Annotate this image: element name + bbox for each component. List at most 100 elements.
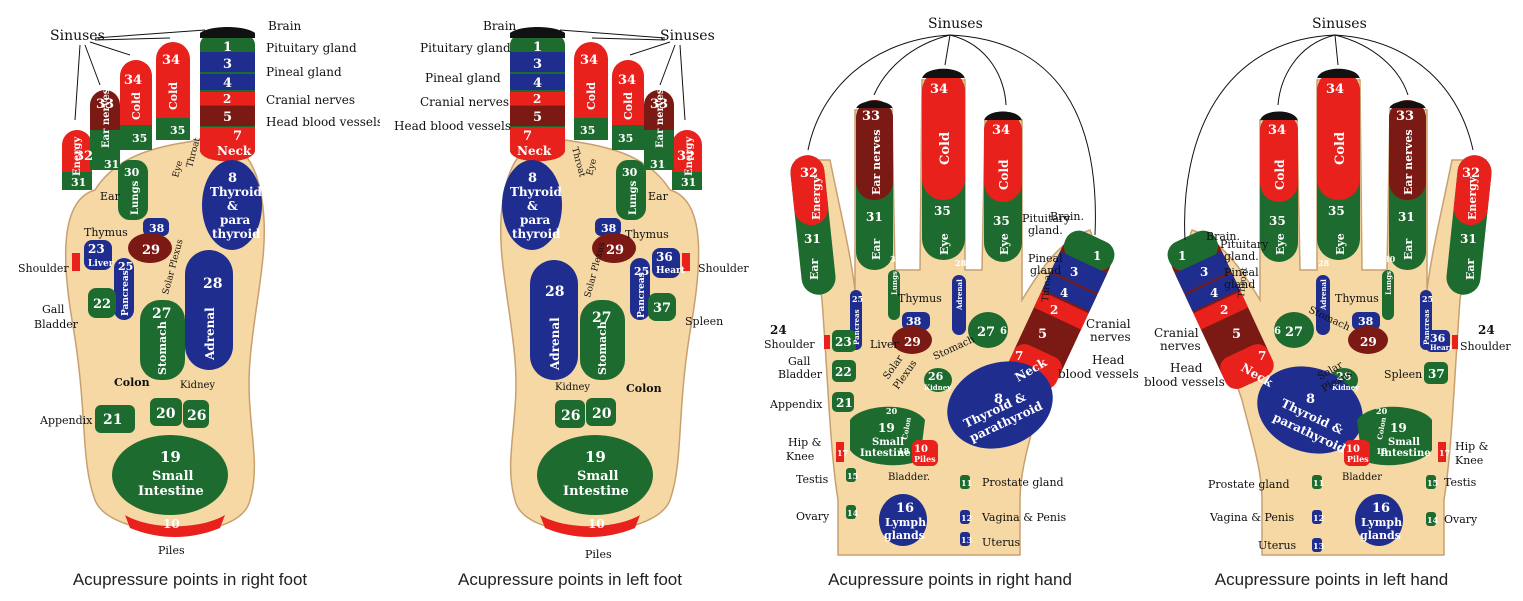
- point-34b: 34: [162, 53, 180, 68]
- point-4: 4: [533, 76, 542, 91]
- thymus-label: Thymus: [1335, 292, 1379, 305]
- point-35a: 35: [934, 204, 951, 218]
- hip-label-2: Knee: [1455, 454, 1483, 467]
- brain-label: Brain: [483, 19, 517, 33]
- testis-label: Testis: [1444, 476, 1477, 489]
- lymph-label-1: Lymph: [1361, 516, 1402, 529]
- small-label: Small: [1388, 437, 1420, 448]
- sinuses-label: Sinuses: [50, 28, 105, 44]
- right-hand-panel: 32 31 33 31 34 35 34 35 1 3 4 2 5 7 Neck…: [760, 0, 1140, 601]
- heart-label: Heart: [656, 266, 686, 276]
- uterus-label: Uterus: [982, 536, 1021, 549]
- left-foot-caption: Acupressure points in left foot: [380, 570, 760, 590]
- point-30: 30: [124, 166, 140, 179]
- kidney-label: Kidney: [555, 382, 590, 393]
- point-6: 6: [1274, 326, 1281, 337]
- pituitary-label: Pituitary gland: [266, 41, 357, 55]
- prostate-label: Prostate gland: [1208, 478, 1290, 491]
- piles-label: Piles: [158, 544, 185, 557]
- point-1: 1: [533, 40, 542, 55]
- point-35a: 35: [618, 132, 633, 145]
- point-38: 38: [906, 315, 922, 328]
- adrenal-label: Adrenal: [203, 307, 217, 361]
- point-10: 10: [163, 517, 180, 531]
- brain-label: Brain: [268, 19, 302, 33]
- bladder-label: Bladder: [34, 318, 79, 331]
- right-foot-caption: Acupressure points in right foot: [0, 570, 380, 590]
- point-21: 21: [103, 412, 122, 428]
- point-27: 27: [977, 325, 995, 340]
- point-20: 20: [886, 406, 898, 416]
- spleen-label: Spleen: [685, 315, 723, 328]
- point-34b: 34: [992, 123, 1010, 138]
- point-34a: 34: [1326, 82, 1344, 97]
- point-19: 19: [585, 448, 606, 466]
- point-14: 14: [1427, 515, 1439, 525]
- piles-label: Piles: [585, 548, 612, 561]
- ovary-label: Ovary: [796, 510, 830, 523]
- spleen-label: Spleen: [1384, 368, 1422, 381]
- point-17: 17: [837, 448, 848, 458]
- ovary-label: Ovary: [1444, 513, 1478, 526]
- point-7: 7: [1258, 349, 1266, 363]
- shoulder-label: Shoulder: [1460, 340, 1511, 353]
- point-22: 22: [93, 297, 111, 312]
- cranial-label-1: Cranial: [1086, 317, 1131, 331]
- point-31b: 31: [866, 210, 883, 224]
- point-2: 2: [1220, 303, 1228, 317]
- point-31b: 31: [650, 158, 665, 171]
- head-label-1: Head: [1092, 353, 1125, 367]
- adrenal-label: Adrenal: [955, 279, 964, 311]
- point-19: 19: [160, 448, 181, 466]
- point-28: 28: [545, 284, 564, 300]
- point-36: 36: [656, 250, 673, 264]
- adrenal-label: Adrenal: [1319, 279, 1328, 311]
- point-1: 1: [1093, 249, 1101, 263]
- point-7: 7: [1015, 349, 1023, 363]
- colon-label: Colon: [114, 376, 150, 389]
- cranial-label-1: Cranial: [1154, 326, 1199, 340]
- pituitary-label: Pituitary gland: [420, 41, 511, 55]
- point-33: 33: [862, 109, 880, 124]
- pancreas-label: Pancreas: [121, 270, 131, 316]
- point-10: 10: [588, 517, 605, 531]
- head-label-1: Head: [1170, 361, 1203, 375]
- hip-label-2: Knee: [786, 450, 814, 463]
- point-7: 7: [523, 129, 532, 144]
- right-hand-caption: Acupressure points in right hand: [760, 570, 1140, 590]
- point-15: 15: [847, 471, 858, 481]
- vagina-label: Vagina & Penis: [981, 511, 1066, 524]
- head-label-2: blood vessels: [1144, 375, 1225, 389]
- point-23: 23: [835, 335, 852, 349]
- point-35b: 35: [580, 124, 595, 137]
- point-3: 3: [1070, 265, 1078, 279]
- point-23: 23: [88, 242, 105, 256]
- point-5: 5: [533, 110, 542, 125]
- point-3: 3: [533, 57, 542, 72]
- shoulder-label: Shoulder: [698, 262, 749, 275]
- point-2: 2: [533, 92, 541, 106]
- point-33: 33: [1396, 109, 1414, 124]
- bladder-label: Bladder: [1342, 472, 1382, 483]
- point-12: 12: [1313, 513, 1324, 523]
- sinuses-label: Sinuses: [1312, 16, 1367, 32]
- cold-label-a: Cold: [938, 132, 953, 165]
- heart-label: Heart: [1430, 343, 1453, 352]
- cranial-label-2: nerves: [1160, 339, 1201, 353]
- cold-label-b: Cold: [167, 82, 180, 110]
- energy-label: Energy: [72, 135, 83, 176]
- neck-label: Neck: [217, 144, 252, 158]
- stomach-label: Stomach: [156, 321, 169, 375]
- point-31a: 31: [804, 232, 821, 246]
- ear-nerves-label: Ear nerves: [870, 129, 883, 195]
- shoulder-label: Shoulder: [764, 338, 815, 351]
- liver-label: Liver: [88, 259, 114, 269]
- cranial-label: Cranial nerves: [420, 95, 509, 109]
- uterus-label: Uterus: [1258, 539, 1297, 552]
- point-20: 20: [156, 406, 176, 422]
- eye-label-a: Eye: [938, 233, 951, 255]
- pineal-label: Pineal gland: [425, 71, 501, 85]
- right-hand-diagram: 32 31 33 31 34 35 34 35 1 3 4 2 5 7 Neck…: [760, 0, 1140, 570]
- small-label: Small: [577, 469, 619, 484]
- thyroid-label-4: thyroid: [512, 227, 561, 241]
